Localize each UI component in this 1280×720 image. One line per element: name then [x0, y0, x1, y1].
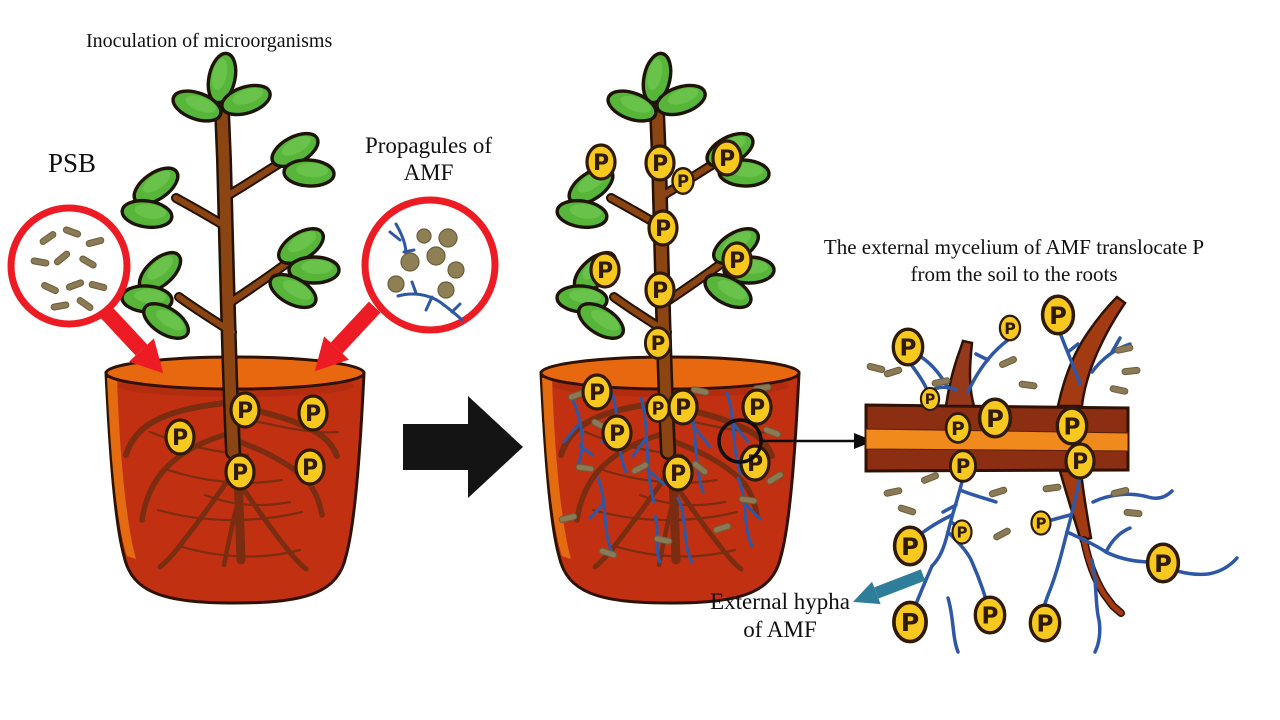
p-coin: [645, 393, 671, 423]
magnified-region-circle: [717, 418, 763, 464]
root-branch-down: [1058, 469, 1093, 543]
bacteria-below-root: [883, 471, 1143, 542]
root-zoom-panel: [864, 294, 1239, 654]
p-coin: [998, 314, 1022, 342]
p-coin: [164, 418, 196, 456]
root-branch-up-left: [944, 339, 976, 408]
p-coin: [892, 525, 928, 567]
p-coin: [919, 386, 941, 412]
p-coin: [589, 251, 621, 289]
p-coin: [711, 139, 743, 177]
p-coin: [1055, 406, 1089, 446]
external-hypha-line1: External hypha: [710, 589, 850, 614]
connector-arrow-icon: [762, 433, 874, 449]
amf-magnifier-icon: [314, 196, 499, 372]
p-coin: [229, 391, 261, 429]
p-coin: [741, 388, 773, 426]
transform-arrow-icon: [403, 396, 523, 498]
left-potted-plant: [106, 51, 364, 603]
psb-arrow-icon: [97, 303, 164, 374]
p-coin: [601, 414, 633, 452]
p-coin: [951, 519, 973, 545]
p-coin: [1145, 542, 1181, 584]
root-branch-up-right: [1056, 295, 1127, 408]
p-coin: [643, 326, 673, 360]
p-coin: [644, 271, 676, 309]
p-coin: [948, 449, 978, 483]
p-coin: [224, 453, 256, 491]
p-coin: [977, 397, 1013, 439]
mycelium-caption: The external mycelium of AMF translocate…: [768, 234, 1260, 288]
p-coin: [1030, 510, 1052, 536]
p-coin: [644, 144, 676, 182]
amf-spores: [387, 228, 465, 299]
amf-propagules-line2: AMF: [403, 160, 454, 186]
p-coin: [671, 167, 695, 195]
external-hypha-arrow-icon: [852, 569, 926, 605]
diagram-title: Inoculation of microorganisms: [86, 30, 333, 52]
p-coin: [1028, 603, 1062, 643]
p-coin: [585, 143, 617, 181]
p-coin: [1064, 442, 1096, 480]
amf-propagules-line1: Propagules of: [364, 133, 493, 158]
p-coin: [944, 412, 972, 444]
p-coin: [581, 373, 613, 411]
psb-magnifier-icon: [7, 204, 164, 374]
p-coin: [721, 241, 753, 279]
p-coin: [973, 595, 1007, 635]
p-coin: [1040, 294, 1076, 336]
p-coin: [297, 394, 329, 432]
psb-label: PSB: [47, 148, 97, 178]
p-coin: [662, 454, 694, 492]
amf-propagules-label: Propagules of AMF: [336, 132, 521, 186]
hyphae-below-root: [911, 475, 1239, 654]
external-hypha-line2: of AMF: [743, 616, 817, 642]
mycelium-caption-line1: The external mycelium of AMF translocate…: [823, 235, 1205, 259]
mycelium-caption-line2: from the soil to the roots: [910, 261, 1118, 286]
p-coin: [647, 209, 679, 247]
p-coin: [892, 600, 928, 644]
amf-arrow-icon: [314, 301, 381, 372]
external-hypha-label: External hypha of AMF: [686, 588, 874, 643]
p-coin: [294, 448, 326, 486]
p-coin: [891, 327, 925, 367]
p-coin: [667, 388, 699, 426]
